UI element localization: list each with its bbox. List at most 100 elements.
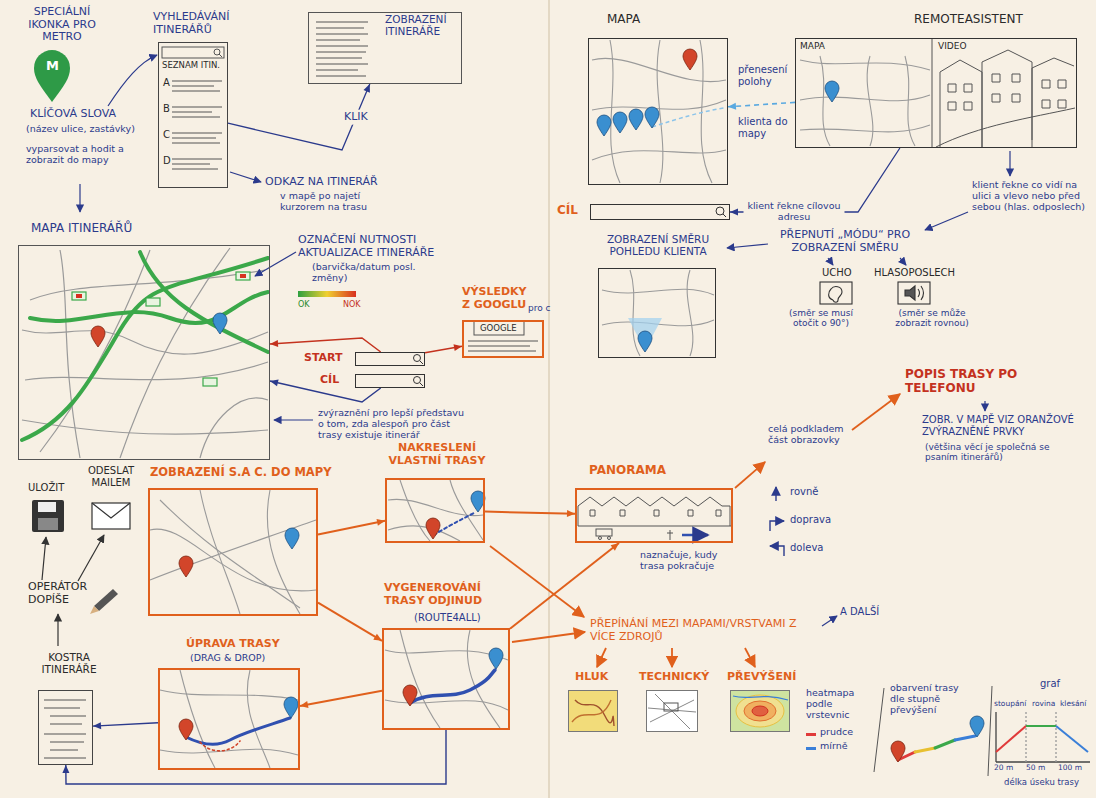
connector bbox=[62, 730, 446, 784]
node-heading: HLUK bbox=[575, 671, 608, 684]
leader-arrow bbox=[57, 614, 58, 646]
node-heading: MAPA ITINERÁŘŮ bbox=[31, 222, 132, 236]
video-sketch bbox=[940, 60, 982, 147]
itinerary-route bbox=[22, 258, 268, 440]
note: naznačuje, kudy trasa pokračuje bbox=[640, 550, 732, 572]
goal-pin bbox=[970, 716, 984, 737]
note: (barvička/datum posl. změny) bbox=[312, 262, 422, 284]
position-trail bbox=[652, 108, 724, 127]
node-heading: HLASOPOSLECH bbox=[874, 267, 955, 279]
document-box: KOSTRA ITINERÁŘE bbox=[38, 690, 93, 765]
chart-label: stoupání bbox=[994, 700, 1026, 709]
map-sketch bbox=[385, 700, 508, 710]
route-line bbox=[186, 512, 495, 751]
map-sketch bbox=[22, 248, 268, 458]
start-pin bbox=[891, 741, 905, 762]
itinerary-flag bbox=[146, 298, 160, 306]
client-pin bbox=[613, 112, 627, 133]
node-heading: CÍL bbox=[557, 204, 578, 218]
connector bbox=[318, 519, 385, 535]
elevation-thumbnail bbox=[744, 701, 776, 721]
node-text: A bbox=[163, 77, 170, 89]
panorama-sketch bbox=[578, 497, 731, 540]
map-sketch bbox=[467, 630, 500, 728]
speaker-icon: HLASOPOSLECH(směr se může zobrazit rovno… bbox=[898, 282, 930, 304]
note: zvýraznění pro lepší představu o tom, zd… bbox=[318, 408, 468, 441]
connector-line bbox=[318, 603, 382, 641]
connector bbox=[510, 543, 619, 629]
map-sketch bbox=[592, 58, 726, 81]
technical-thumbnail bbox=[646, 690, 698, 732]
start-pin bbox=[179, 556, 193, 577]
video-sketch bbox=[982, 50, 1032, 147]
search-icon bbox=[420, 361, 423, 364]
note: v mapě po najetí kurzorem na trasu bbox=[280, 191, 392, 213]
connector-line bbox=[270, 338, 381, 352]
map-sketch bbox=[400, 480, 430, 541]
elevation-graph bbox=[1026, 712, 1056, 762]
axis-tick: 100 m bbox=[1058, 764, 1082, 773]
map-sketch bbox=[388, 499, 483, 515]
search-input: START bbox=[355, 352, 425, 366]
leader-arrow bbox=[78, 535, 104, 581]
node-heading: ZOBRAZENÍ S.A C. DO MAPY bbox=[150, 466, 332, 479]
divider-line bbox=[874, 688, 884, 772]
arrow-head bbox=[730, 209, 738, 216]
node-text: pro c bbox=[528, 303, 551, 313]
map-sketch bbox=[22, 420, 268, 434]
map-sketch bbox=[905, 56, 915, 146]
panorama-sketch bbox=[590, 510, 721, 516]
save-icon: ULOŽIT bbox=[32, 500, 64, 532]
elevation-graph bbox=[996, 712, 1090, 762]
icon-letter: M bbox=[46, 59, 59, 74]
map-sketch bbox=[610, 40, 620, 183]
elevation-graph bbox=[1056, 726, 1088, 752]
direction-label: doprava bbox=[790, 514, 831, 526]
colored-route bbox=[898, 736, 975, 760]
leader-arrow bbox=[42, 537, 46, 580]
map-sketch bbox=[602, 289, 714, 295]
mail-icon bbox=[92, 503, 130, 518]
map-sketch bbox=[200, 490, 240, 614]
connector-line bbox=[66, 730, 446, 784]
client-pin bbox=[597, 115, 611, 136]
video-sketch bbox=[932, 38, 933, 148]
google-sketch bbox=[468, 341, 538, 351]
node-text: SEZNAM ITIN. bbox=[162, 61, 220, 71]
itinerary-flag bbox=[236, 272, 250, 280]
note: PŘEPNUTÍ „MÓDU“ PRO ZOBRAZENÍ SMĚRU bbox=[770, 229, 920, 254]
leader-arrow bbox=[900, 258, 906, 265]
search-icon bbox=[414, 377, 421, 384]
node-text: D bbox=[163, 155, 171, 167]
panorama-sketch bbox=[599, 537, 602, 540]
legend-text: mírně bbox=[820, 741, 848, 752]
map-sketch bbox=[25, 362, 268, 380]
note: SPECIÁLNÍ IKONKA PRO METRO bbox=[20, 6, 104, 44]
layer-thumbnail: PŘEVÝŠENÍ bbox=[730, 690, 790, 732]
leader-arrow bbox=[984, 401, 985, 411]
arrow-head bbox=[93, 722, 101, 729]
google-sketch bbox=[468, 321, 538, 351]
map-sketch bbox=[247, 670, 270, 768]
arrow-head bbox=[364, 84, 370, 93]
map-sketch bbox=[160, 749, 298, 755]
connector-line bbox=[318, 521, 385, 535]
axis-title: délka úseku trasy bbox=[1004, 778, 1079, 788]
list-sketch bbox=[162, 47, 224, 169]
map-sketch bbox=[267, 490, 300, 614]
search-icon bbox=[716, 207, 724, 215]
route-line bbox=[200, 741, 240, 751]
noise-thumbnail bbox=[568, 690, 618, 732]
pencil-icon bbox=[94, 589, 118, 611]
flow-arrow bbox=[852, 394, 900, 430]
connector bbox=[728, 102, 795, 109]
scale-label: NOK bbox=[343, 300, 361, 309]
arrow-head bbox=[567, 510, 575, 517]
connector bbox=[485, 510, 575, 517]
map-box: ZOBRAZENÍ SMĚRU POHLEDU KLIENTA bbox=[598, 268, 716, 358]
legend-swatch bbox=[806, 747, 816, 750]
node-heading: ÚPRAVA TRASY bbox=[186, 638, 280, 651]
panorama-sketch bbox=[608, 537, 611, 540]
start-pin bbox=[91, 326, 105, 347]
